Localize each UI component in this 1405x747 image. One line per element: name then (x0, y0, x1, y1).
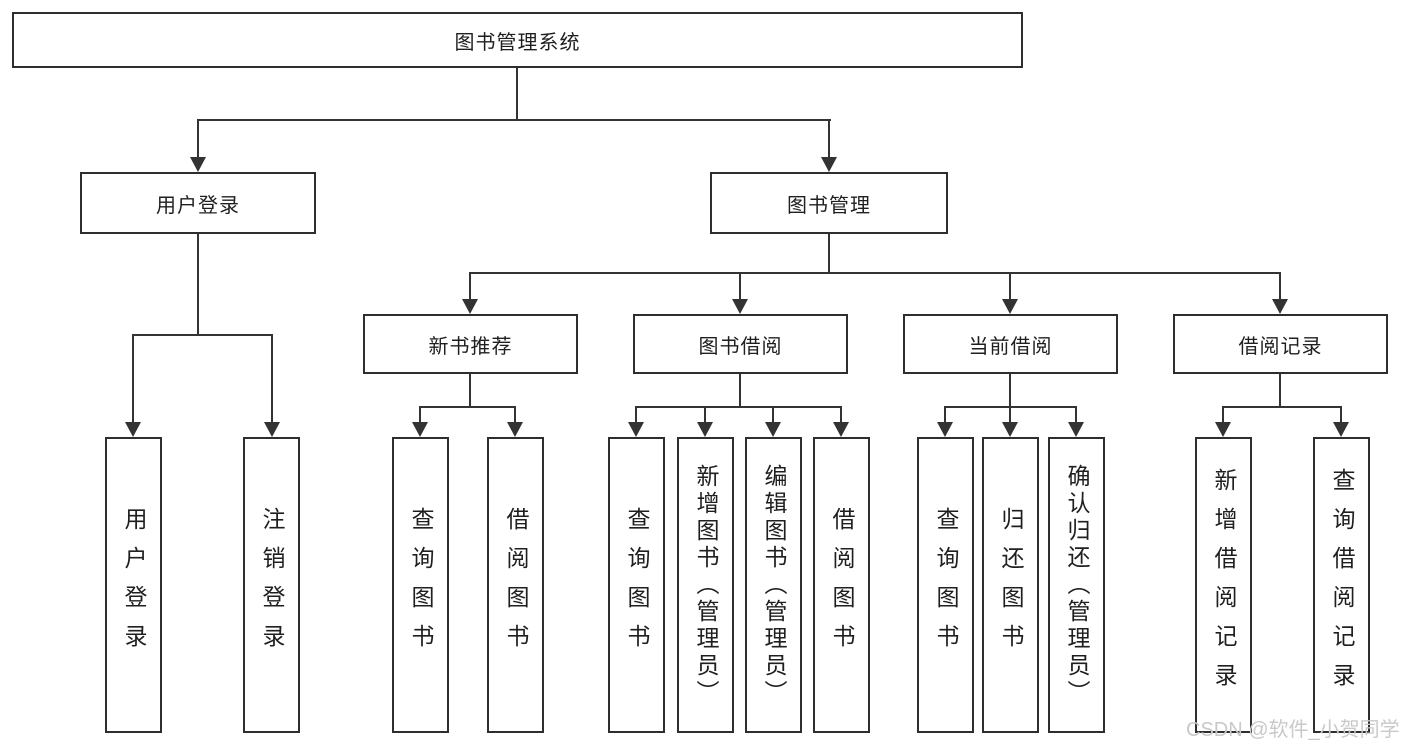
watermark: CSDN @软件_小贺同学 (1186, 719, 1400, 741)
leaf-current-return-label: 归还图书 (998, 507, 1024, 663)
arrow-down-icon (732, 299, 748, 314)
node-borrowing-records-label: 借阅记录 (1238, 335, 1323, 358)
connector-line (271, 334, 273, 422)
connector-line (132, 334, 273, 336)
leaf-records-add-label: 新增借阅记录 (1211, 468, 1237, 702)
leaf-records-add: 新增借阅记录 (1195, 437, 1252, 733)
node-current-borrowing: 当前借阅 (903, 314, 1118, 374)
connector-line (636, 406, 842, 408)
connector-line (635, 406, 637, 423)
leaf-records-query: 查询借阅记录 (1313, 437, 1370, 733)
connector-line (469, 272, 471, 301)
node-borrowing-records: 借阅记录 (1173, 314, 1388, 374)
connector-line (132, 334, 134, 422)
arrow-down-icon (125, 422, 141, 437)
node-user-login-label: 用户登录 (156, 194, 240, 217)
connector-line (516, 68, 518, 121)
leaf-borrowing-query-label: 查询图书 (624, 507, 650, 663)
connector-line (828, 119, 830, 159)
arrow-down-icon (507, 422, 523, 437)
leaf-borrowing-add-admin-label: 新增图书（管理员） (693, 463, 719, 707)
node-book-management-label: 图书管理 (787, 194, 871, 217)
leaf-borrowing-borrow-label: 借阅图书 (829, 507, 855, 663)
connector-line (739, 374, 741, 407)
connector-line (197, 119, 199, 159)
arrow-down-icon (765, 422, 781, 437)
arrow-down-icon (1068, 422, 1084, 437)
leaf-borrowing-borrow: 借阅图书 (813, 437, 870, 733)
connector-line (704, 406, 706, 423)
connector-line (197, 119, 831, 121)
leaf-current-confirm-admin: 确认归还（管理员） (1048, 437, 1105, 733)
leaf-user-login-label: 用户登录 (121, 507, 147, 663)
node-root-label: 图书管理系统 (454, 31, 581, 54)
arrow-down-icon (937, 422, 953, 437)
connector-line (1279, 374, 1281, 407)
arrow-down-icon (190, 157, 206, 172)
connector-line (1009, 406, 1011, 423)
arrow-down-icon (264, 422, 280, 437)
connector-line (739, 272, 741, 301)
leaf-borrowing-query: 查询图书 (608, 437, 665, 733)
connector-line (419, 406, 421, 423)
arrow-down-icon (1215, 422, 1231, 437)
connector-line (1340, 406, 1342, 423)
leaf-logout-label: 注销登录 (259, 507, 285, 663)
arrow-down-icon (697, 422, 713, 437)
connector-line (1223, 406, 1342, 408)
leaf-current-return: 归还图书 (982, 437, 1039, 733)
node-book-management: 图书管理 (710, 172, 948, 234)
connector-line (469, 374, 471, 407)
connector-line (470, 272, 1281, 274)
connector-line (1279, 272, 1281, 301)
connector-line (828, 234, 830, 274)
connector-line (1222, 406, 1224, 423)
node-user-login: 用户登录 (80, 172, 316, 234)
leaf-borrowing-edit-admin-label: 编辑图书（管理员） (761, 463, 787, 707)
leaf-borrowing-edit-admin: 编辑图书（管理员） (745, 437, 802, 733)
node-new-book-recommend: 新书推荐 (363, 314, 578, 374)
connector-line (945, 406, 1077, 408)
arrow-down-icon (1333, 422, 1349, 437)
leaf-records-query-label: 查询借阅记录 (1329, 468, 1355, 702)
arrow-down-icon (1002, 422, 1018, 437)
leaf-newbook-borrow-label: 借阅图书 (503, 507, 529, 663)
leaf-newbook-query-label: 查询图书 (408, 507, 434, 663)
leaf-logout: 注销登录 (243, 437, 300, 733)
node-current-borrowing-label: 当前借阅 (968, 335, 1053, 358)
arrow-down-icon (1272, 299, 1288, 314)
connector-line (197, 234, 199, 335)
leaf-current-confirm-admin-label: 确认归还（管理员） (1064, 463, 1090, 707)
node-book-borrowing: 图书借阅 (633, 314, 848, 374)
arrow-down-icon (628, 422, 644, 437)
leaf-borrowing-add-admin: 新增图书（管理员） (677, 437, 734, 733)
arrow-down-icon (412, 422, 428, 437)
leaf-user-login: 用户登录 (105, 437, 162, 733)
leaf-newbook-borrow: 借阅图书 (487, 437, 544, 733)
node-book-borrowing-label: 图书借阅 (698, 335, 783, 358)
connector-line (944, 406, 946, 423)
connector-line (1009, 374, 1011, 407)
node-new-book-recommend-label: 新书推荐 (428, 335, 513, 358)
connector-line (840, 406, 842, 423)
leaf-current-query: 查询图书 (917, 437, 974, 733)
node-root: 图书管理系统 (12, 12, 1023, 68)
connector-line (420, 406, 516, 408)
arrow-down-icon (1002, 299, 1018, 314)
connector-line (772, 406, 774, 423)
connector-line (1009, 272, 1011, 301)
leaf-current-query-label: 查询图书 (933, 507, 959, 663)
arrow-down-icon (821, 157, 837, 172)
leaf-newbook-query: 查询图书 (392, 437, 449, 733)
connector-line (514, 406, 516, 423)
arrow-down-icon (833, 422, 849, 437)
arrow-down-icon (462, 299, 478, 314)
connector-line (1075, 406, 1077, 423)
